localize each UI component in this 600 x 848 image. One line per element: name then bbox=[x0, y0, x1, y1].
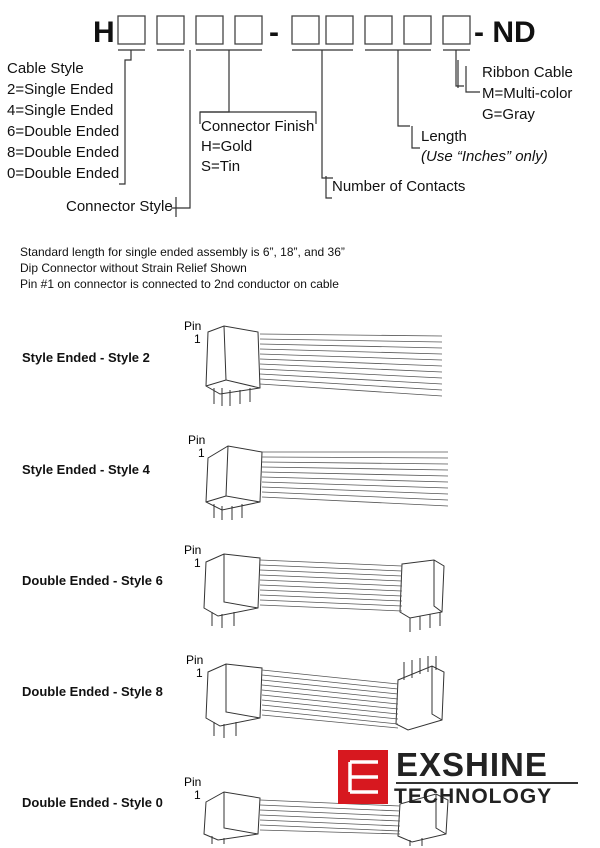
style-label-8: Double Ended - Style 8 bbox=[22, 684, 163, 699]
note-standard-length: Standard length for single ended assembl… bbox=[20, 245, 345, 259]
code-box-contacts-1 bbox=[291, 15, 320, 45]
cable-drawing-style-8: Pin 1 bbox=[186, 653, 445, 738]
pin-label: Pin bbox=[184, 775, 201, 789]
part-dash: - bbox=[269, 16, 279, 49]
pin-number: 1 bbox=[196, 666, 203, 680]
style-label-4: Style Ended - Style 4 bbox=[22, 462, 150, 477]
cable-style-option-4: 4=Single Ended bbox=[7, 102, 114, 119]
code-box-length-2 bbox=[403, 15, 432, 45]
leader-lines bbox=[119, 50, 480, 217]
code-box-ribbon bbox=[442, 15, 471, 45]
connector-finish-tin: S=Tin bbox=[201, 158, 241, 175]
code-box-contacts-2 bbox=[325, 15, 354, 45]
code-box-length-1 bbox=[364, 15, 393, 45]
pin-number: 1 bbox=[194, 788, 201, 802]
part-suffix: - ND bbox=[474, 16, 536, 49]
cable-drawing-style-6: Pin 1 bbox=[184, 543, 445, 632]
note-pin-one: Pin #1 on connector is connected to 2nd … bbox=[20, 277, 339, 291]
pin-number: 1 bbox=[198, 446, 205, 460]
ribbon-cable-legend: Ribbon Cable M=Multi-color G=Gray bbox=[482, 62, 573, 125]
pin-label: Pin bbox=[188, 433, 205, 447]
code-box-connector-finish-1 bbox=[195, 15, 224, 45]
exshine-logo: EXSHINE TECHNOLOGY bbox=[338, 748, 582, 808]
pin-label: Pin bbox=[184, 543, 201, 557]
pin-label: Pin bbox=[184, 319, 201, 333]
connector-finish-title: Connector Finish bbox=[201, 118, 315, 135]
part-prefix: H bbox=[93, 16, 115, 49]
connector-finish-legend: Connector Finish H=Gold S=Tin bbox=[201, 117, 314, 177]
style-label-6: Double Ended - Style 6 bbox=[22, 573, 163, 588]
note-dip-connector: Dip Connector without Strain Relief Show… bbox=[20, 261, 247, 275]
cable-style-option-8: 8=Double Ended bbox=[7, 144, 120, 161]
connector-finish-gold: H=Gold bbox=[201, 138, 253, 155]
code-box-cable-style bbox=[117, 15, 146, 45]
cable-style-legend: Cable Style 2=Single Ended 4=Single Ende… bbox=[7, 58, 119, 184]
cable-style-option-0: 0=Double Ended bbox=[7, 165, 120, 182]
connector-style-label: Connector Style bbox=[66, 198, 173, 215]
logo-line-1: EXSHINE bbox=[396, 746, 548, 783]
style-label-2: Style Ended - Style 2 bbox=[22, 350, 150, 365]
cable-drawing-style-4: Pin 1 bbox=[188, 433, 449, 520]
exshine-logo-mark bbox=[338, 750, 388, 804]
cable-drawing-style-2: Pin 1 bbox=[184, 319, 443, 406]
ribbon-cable-gray: G=Gray bbox=[482, 106, 535, 123]
pin-label: Pin bbox=[186, 653, 203, 667]
style-label-0: Double Ended - Style 0 bbox=[22, 795, 163, 810]
logo-line-2: TECHNOLOGY bbox=[394, 785, 553, 808]
pin-number: 1 bbox=[194, 332, 201, 346]
code-box-connector-finish-2 bbox=[234, 15, 263, 45]
part-number-diagram: H - - ND bbox=[93, 15, 536, 217]
number-of-contacts-label: Number of Contacts bbox=[332, 178, 466, 195]
notes-block: Standard length for single ended assembl… bbox=[20, 244, 345, 292]
cable-drawing-style-0: Pin 1 bbox=[184, 775, 449, 846]
cable-style-title: Cable Style bbox=[7, 60, 84, 77]
length-note: (Use “Inches” only) bbox=[421, 148, 548, 165]
cable-style-option-2: 2=Single Ended bbox=[7, 81, 114, 98]
length-title: Length bbox=[421, 128, 467, 145]
ribbon-cable-multicolor: M=Multi-color bbox=[482, 85, 573, 102]
length-legend: Length (Use “Inches” only) bbox=[421, 127, 548, 167]
ribbon-cable-title: Ribbon Cable bbox=[482, 64, 573, 81]
pin-number: 1 bbox=[194, 556, 201, 570]
code-box-connector-style bbox=[156, 15, 185, 45]
cable-style-option-6: 6=Double Ended bbox=[7, 123, 120, 140]
